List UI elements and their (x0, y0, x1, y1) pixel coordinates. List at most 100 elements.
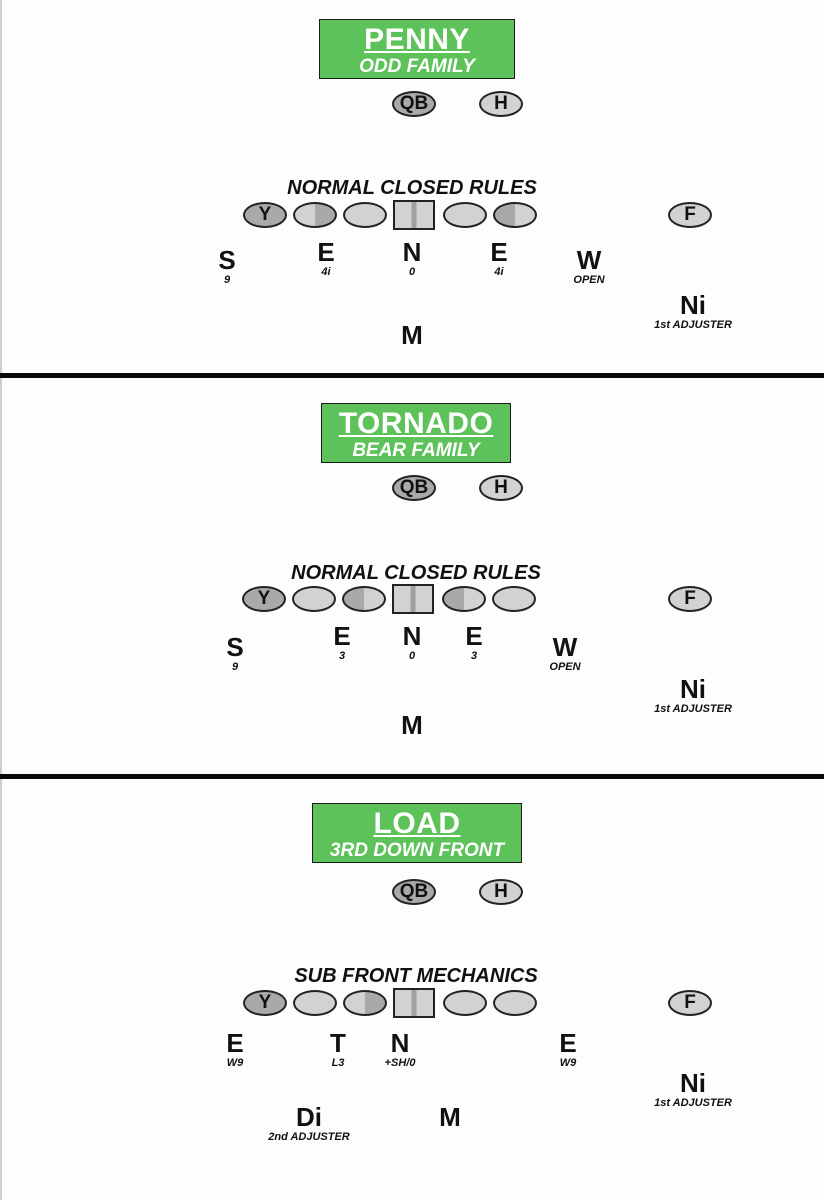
section-divider (0, 373, 824, 378)
front-title-box: PENNY ODD FAMILY (319, 19, 515, 79)
defender-letter: W (552, 632, 578, 662)
panel-border (0, 779, 2, 1200)
front-title: PENNY (364, 23, 470, 56)
y-player: Y (243, 990, 287, 1016)
defender-letter: Di (296, 1102, 322, 1132)
defender-technique: 4i (494, 266, 504, 278)
defender: E 3 (333, 623, 350, 663)
defender: N 0 (403, 239, 422, 279)
section-divider (0, 774, 824, 779)
rules-label: SUB FRONT MECHANICS (294, 965, 538, 987)
defender-letter: Ni (680, 290, 706, 320)
offensive-lineman (343, 202, 387, 228)
offensive-lineman (292, 586, 336, 612)
defender-letter: N (390, 1028, 410, 1058)
defender-technique: OPEN (549, 661, 581, 673)
defender: Di 2nd ADJUSTER (268, 1104, 350, 1144)
y-player: Y (243, 202, 287, 228)
defender: N +SH/0 (385, 1030, 416, 1070)
defender-letter: E (317, 237, 335, 267)
offensive-lineman (342, 586, 386, 612)
front-family: BEAR FAMILY (352, 440, 480, 461)
defender: M (439, 1104, 461, 1131)
defender-letter: T (330, 1028, 346, 1058)
defender-technique: OPEN (573, 274, 605, 286)
front-family: 3RD DOWN FRONT (329, 840, 505, 861)
center-lineman (393, 988, 435, 1018)
offensive-lineman (343, 990, 387, 1016)
defender: E W9 (226, 1030, 243, 1070)
defender-technique: W9 (226, 1057, 244, 1069)
offensive-lineman (442, 586, 486, 612)
defender-letter: S (226, 632, 244, 662)
offensive-lineman (293, 202, 337, 228)
defender-letter: N (402, 237, 422, 267)
offensive-lineman (293, 990, 337, 1016)
defender-letter: W (576, 245, 602, 275)
f-player: F (668, 990, 712, 1016)
defender-technique: 3 (470, 650, 478, 662)
defender: E 4i (490, 239, 507, 279)
defender: E W9 (559, 1030, 576, 1070)
qb-player: QB (392, 879, 436, 905)
f-player: F (668, 202, 712, 228)
defender: M (401, 712, 423, 739)
qb-player: QB (392, 475, 436, 501)
h-player: H (479, 91, 523, 117)
front-title: LOAD (373, 807, 461, 840)
defender-letter: E (333, 621, 351, 651)
defender-letter: E (465, 621, 483, 651)
defender-technique: 9 (231, 661, 239, 673)
front-panel-tornado: TORNADO BEAR FAMILY QB H NORMAL CLOSED R… (0, 378, 824, 774)
defender: S 9 (218, 247, 235, 287)
defender-letter: E (490, 237, 508, 267)
panel-border (0, 378, 2, 774)
defender: Ni 1st ADJUSTER (654, 1070, 732, 1110)
defender-letter: Ni (680, 674, 706, 704)
defender: Ni 1st ADJUSTER (654, 292, 732, 332)
defender: N 0 (403, 623, 422, 663)
defender-letter: E (226, 1028, 244, 1058)
defender: E 3 (465, 623, 482, 663)
defender-technique: 2nd ADJUSTER (268, 1131, 350, 1143)
center-lineman (392, 584, 434, 614)
defender-technique: +SH/0 (384, 1057, 416, 1069)
panel-border (0, 0, 2, 373)
defender-technique: 1st ADJUSTER (654, 703, 732, 715)
defender-technique: L3 (331, 1057, 345, 1069)
defender-letter: M (401, 320, 423, 350)
h-player: H (479, 879, 523, 905)
front-panel-penny: PENNY ODD FAMILY QB H NORMAL CLOSED RULE… (0, 0, 824, 373)
defender: E 4i (317, 239, 334, 279)
defender: W OPEN (573, 247, 604, 287)
rules-label: NORMAL CLOSED RULES (287, 177, 537, 199)
defender-technique: 0 (408, 650, 416, 662)
front-panel-load: LOAD 3RD DOWN FRONT QB H SUB FRONT MECHA… (0, 779, 824, 1200)
defender-technique: 9 (223, 274, 231, 286)
offensive-lineman (443, 202, 487, 228)
front-title: TORNADO (338, 407, 494, 440)
front-title-box: LOAD 3RD DOWN FRONT (312, 803, 522, 863)
defender-technique: 4i (321, 266, 331, 278)
defender: S 9 (226, 634, 243, 674)
defender-letter: E (559, 1028, 577, 1058)
h-player: H (479, 475, 523, 501)
defender-letter: M (439, 1102, 461, 1132)
front-family: ODD FAMILY (359, 56, 475, 77)
front-title-box: TORNADO BEAR FAMILY (321, 403, 511, 463)
defender-technique: 1st ADJUSTER (654, 319, 732, 331)
defender-letter: Ni (680, 1068, 706, 1098)
defender-letter: N (402, 621, 422, 651)
defender-letter: M (401, 710, 423, 740)
center-lineman (393, 200, 435, 230)
defender-letter: S (218, 245, 236, 275)
offensive-lineman (492, 586, 536, 612)
f-player: F (668, 586, 712, 612)
defender-technique: W9 (559, 1057, 577, 1069)
defender: M (401, 322, 423, 349)
defender: T L3 (330, 1030, 346, 1070)
defender-technique: 0 (408, 266, 416, 278)
defender-technique: 1st ADJUSTER (654, 1097, 732, 1109)
defender: W OPEN (549, 634, 580, 674)
offensive-lineman (493, 202, 537, 228)
